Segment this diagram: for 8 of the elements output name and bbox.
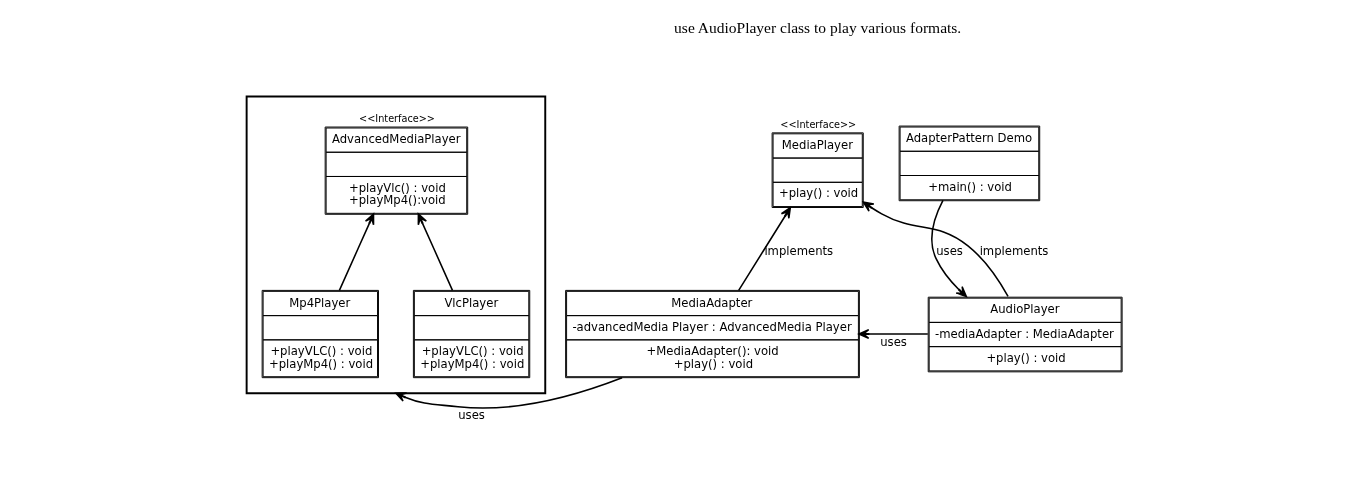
node-label: <<Interface>>	[779, 119, 856, 131]
edge-label: uses	[457, 407, 485, 422]
edge-label: implements	[763, 244, 833, 259]
label: use AudioPlayer class to play various formats.	[673, 19, 961, 37]
node-label: <<Interface>>	[358, 113, 435, 125]
edge-label: uses	[935, 244, 963, 259]
edge-label: implements	[979, 244, 1048, 259]
edge-label: uses	[879, 335, 907, 350]
